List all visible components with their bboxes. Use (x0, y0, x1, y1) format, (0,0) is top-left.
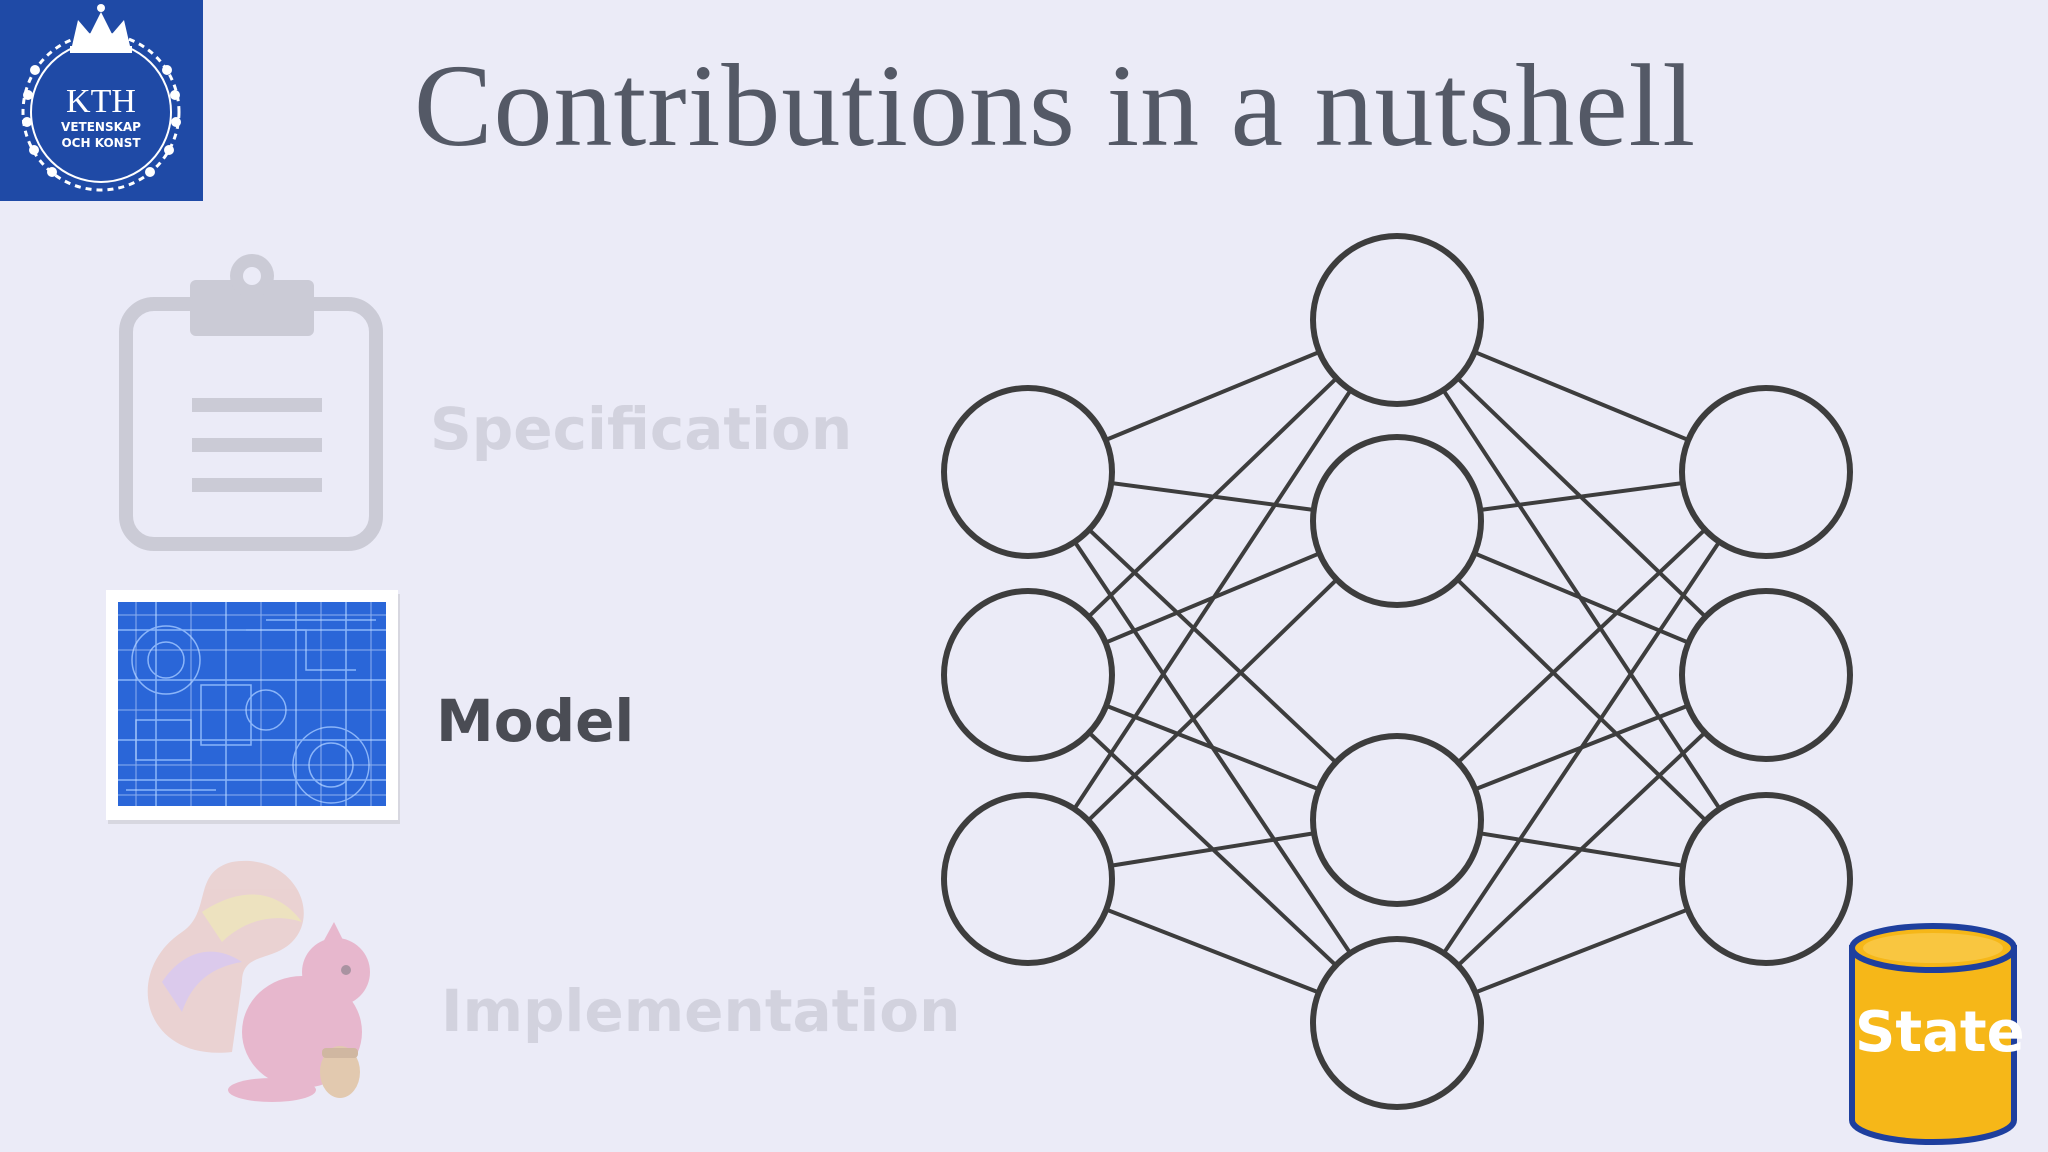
state-database-icon (1849, 923, 2017, 1145)
edge-l1-3-1 (1026, 318, 1399, 881)
node-layer1-1 (941, 385, 1115, 559)
slide-title: Contributions in a nutshell (413, 40, 1697, 171)
edge-l2-4-1 (1395, 470, 1768, 1025)
state-label: State (1855, 1000, 2025, 1065)
implementation-label: Implementation (441, 977, 961, 1045)
clipboard-icon (119, 254, 383, 551)
node-layer2-3 (1310, 733, 1484, 907)
model-label: Model (436, 687, 635, 755)
node-layer2-4 (1310, 936, 1484, 1110)
node-layer1-2 (941, 588, 1115, 762)
logo-text-line3: OCH KONST (61, 136, 141, 150)
node-layer2-1 (1310, 233, 1484, 407)
blueprint-image (106, 590, 400, 824)
node-layer3-1 (1679, 385, 1853, 559)
node-layer1-3 (941, 792, 1115, 966)
logo-text-line2: VETENSKAP (61, 120, 141, 134)
node-layer3-2 (1679, 588, 1853, 762)
specification-label: Specification (430, 395, 853, 463)
kth-logo: KTH VETENSKAP OCH KONST (0, 0, 203, 201)
logo-text-kth: KTH (66, 83, 136, 120)
node-layer2-2 (1310, 434, 1484, 608)
squirrel-logo (147, 860, 370, 1102)
node-layer3-3 (1679, 792, 1853, 966)
